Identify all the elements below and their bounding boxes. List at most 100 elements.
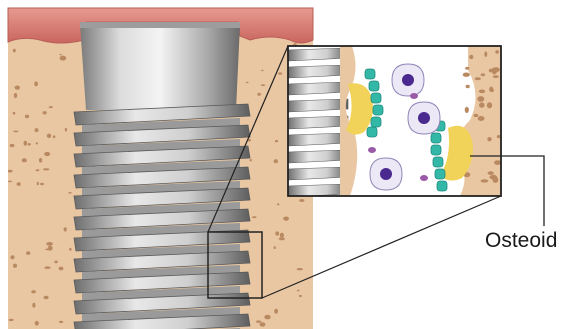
bone-pore (60, 56, 67, 61)
bone-pore (14, 93, 17, 98)
bone-pore (44, 266, 50, 269)
bone-pore (40, 183, 44, 185)
bone-pore (261, 70, 264, 72)
bone-pore (13, 49, 16, 53)
bone-pore (257, 93, 261, 96)
osteoblast-cell (431, 145, 441, 155)
bone-pore (283, 217, 289, 221)
bone-pore (250, 159, 252, 161)
osteoblast-cell (371, 117, 381, 127)
bone-pore (64, 227, 67, 231)
bone-pore (278, 72, 282, 74)
bone-pore (26, 251, 30, 255)
inset-bone-pore (495, 50, 499, 54)
inset-bone-pore (488, 171, 494, 175)
bone-pore (260, 322, 266, 326)
bone-pore (32, 303, 35, 308)
small-cell (368, 147, 376, 153)
implant-threads (74, 104, 250, 329)
bone-pore (17, 182, 21, 186)
bone-pore (48, 246, 53, 251)
bone-pore (47, 134, 51, 138)
bone-pore (43, 111, 47, 114)
inset-bone-pore (478, 116, 485, 121)
inset-bone-pore (490, 89, 494, 92)
inset-bone-pore (473, 114, 478, 117)
osteoblast-cell (433, 157, 443, 167)
bone-pore (275, 140, 278, 142)
osteoblast-cell (369, 81, 379, 91)
bone-pore (10, 255, 14, 259)
inset-bone-pore (481, 73, 486, 76)
bone-pore (8, 181, 12, 183)
inset-bone-pore (463, 73, 470, 77)
bone-pore (24, 141, 28, 146)
bone-pore (25, 115, 29, 119)
inset-bone-pore (465, 107, 469, 113)
bone-pore (69, 248, 71, 251)
bone-pore (36, 169, 40, 171)
bone-pore (59, 267, 64, 271)
bone-pore (39, 158, 42, 163)
bone-pore (279, 237, 285, 240)
bone-pore (59, 54, 61, 56)
small-cell (420, 175, 428, 181)
inset-bone-pore (477, 96, 484, 102)
cell-nucleus (380, 168, 392, 180)
osteoblast-cell (373, 105, 383, 115)
inset-bone-pore (487, 137, 491, 141)
osteoblast-cell (371, 93, 381, 103)
small-cell (410, 93, 418, 99)
bone-pore (274, 246, 276, 249)
inset-bone-pore (489, 69, 493, 73)
bone-pore (297, 268, 303, 270)
bone-pore (277, 203, 279, 205)
inset-bone-pore (494, 160, 501, 165)
bone-pore (49, 106, 53, 108)
bone-pore (35, 128, 39, 132)
bone-pore (37, 182, 39, 186)
bone-pore (246, 82, 249, 84)
inset-bone-pore (475, 77, 481, 80)
inset-bone-pore (481, 179, 489, 182)
bone-pore (15, 86, 20, 90)
inset-bone-pore (469, 55, 473, 59)
bone-pore (53, 135, 56, 138)
inset-bone-pore (479, 102, 485, 107)
bone-pore (280, 233, 284, 238)
inset-bone-pore (493, 75, 499, 78)
cell-nucleus (418, 112, 430, 124)
bone-pore (35, 321, 39, 326)
bone-pore (43, 168, 50, 170)
implant-collar (80, 24, 240, 110)
bone-pore (261, 84, 265, 86)
bone-pore (65, 128, 67, 132)
inset-bone-pore (466, 85, 470, 88)
bone-pore (34, 81, 38, 86)
bone-pore (13, 131, 18, 133)
bone-pore (28, 143, 31, 146)
osteoblast-cell (367, 127, 377, 137)
cell-nucleus (402, 74, 414, 86)
inset-bone-pore (484, 51, 487, 57)
bone-pore (68, 192, 72, 194)
bone-pore (275, 231, 279, 235)
bone-pore (9, 319, 14, 321)
bone-pore (252, 216, 257, 218)
bone-pore (59, 321, 63, 323)
bone-pore (297, 290, 300, 292)
osteoblast-cell (431, 133, 441, 143)
inset-bone-pore (487, 102, 492, 108)
bone-pore (54, 261, 58, 264)
bone-pore (10, 144, 15, 147)
osteoblast-cell (437, 181, 447, 191)
bone-pore (32, 292, 34, 294)
osteoblast-cell (435, 169, 445, 179)
bone-pore (299, 295, 302, 297)
osteoblast-cell (365, 69, 375, 79)
bone-pore (13, 112, 16, 115)
bone-pore (274, 159, 278, 163)
bone-pore (44, 296, 49, 299)
bone-pore (256, 320, 262, 322)
